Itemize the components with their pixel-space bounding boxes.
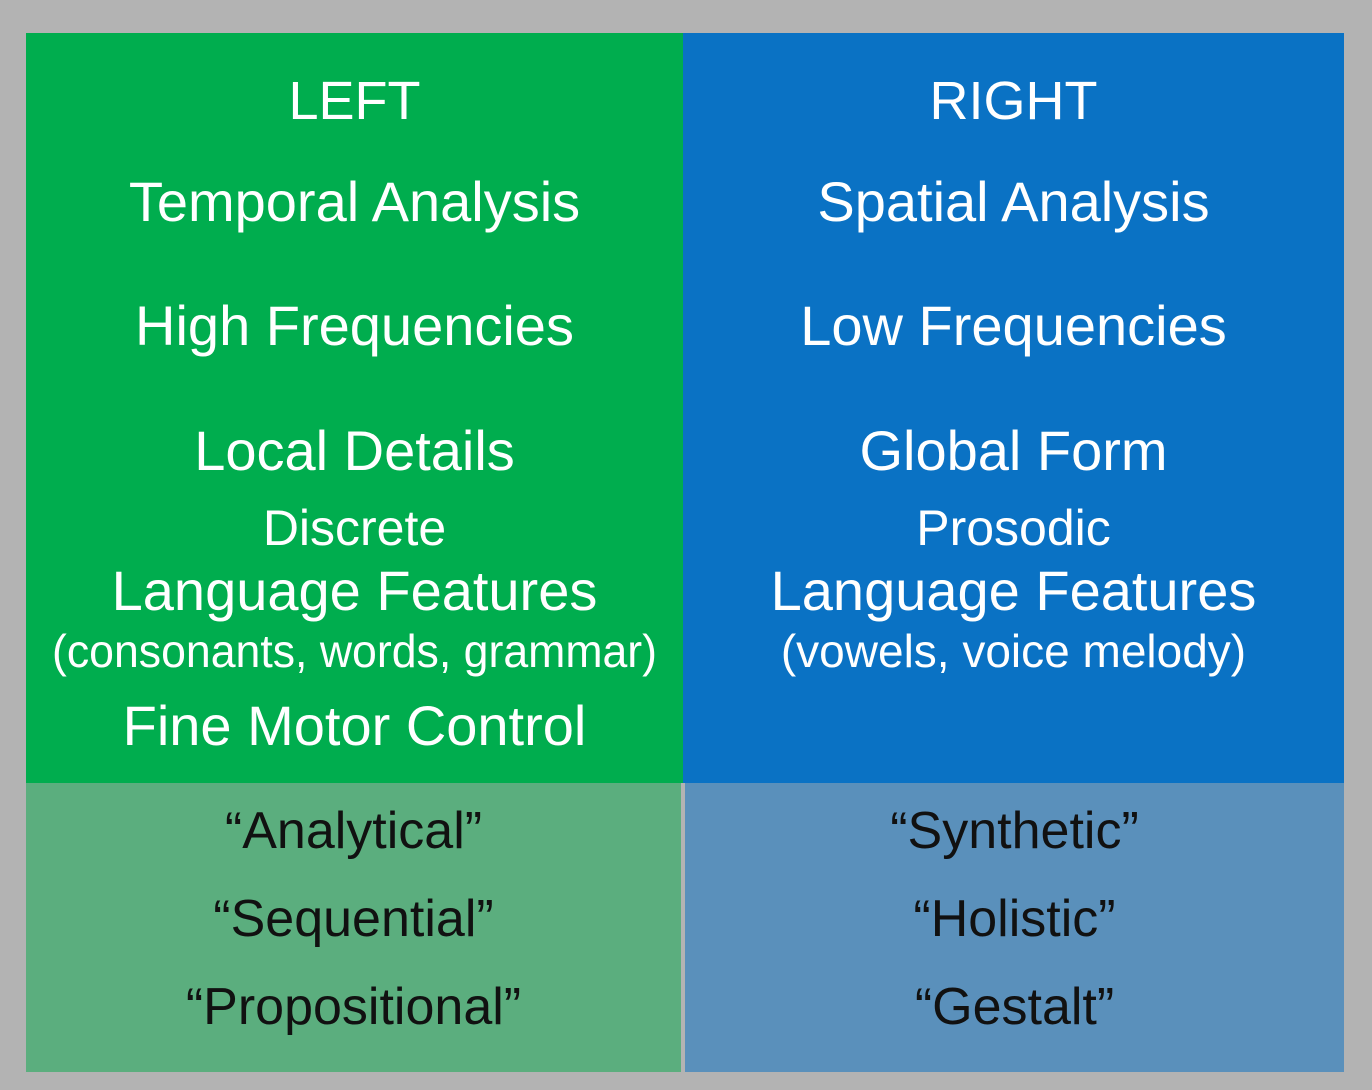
right-item-global-form: Global Form — [859, 419, 1168, 482]
right-hemisphere-panel: RIGHT Spatial Analysis Low Frequencies G… — [683, 33, 1344, 783]
right-item-language-features-detail: (vowels, voice melody) — [780, 625, 1247, 677]
left-descriptor-sequential: “Sequential” — [213, 890, 494, 948]
left-item-language-features-detail: (consonants, words, grammar) — [51, 625, 658, 677]
right-item-prosodic: Prosodic — [916, 500, 1111, 556]
right-descriptor-synthetic: “Synthetic” — [890, 802, 1139, 860]
left-descriptors-panel: “Analytical” “Sequential” “Propositional… — [26, 783, 681, 1072]
primary-functions-row: LEFT Temporal Analysis High Frequencies … — [26, 33, 1344, 783]
comparison-board: LEFT Temporal Analysis High Frequencies … — [26, 33, 1344, 1072]
left-item-temporal-analysis: Temporal Analysis — [128, 170, 581, 233]
right-descriptor-gestalt: “Gestalt” — [914, 978, 1115, 1036]
left-item-fine-motor-control: Fine Motor Control — [122, 694, 587, 757]
left-hemisphere-heading: LEFT — [288, 71, 421, 131]
left-item-high-frequencies: High Frequencies — [135, 294, 574, 357]
left-hemisphere-panel: LEFT Temporal Analysis High Frequencies … — [26, 33, 683, 783]
right-descriptor-holistic: “Holistic” — [913, 890, 1116, 948]
right-item-language-features: Language Features — [770, 559, 1257, 622]
right-item-spatial-analysis: Spatial Analysis — [817, 170, 1210, 233]
right-descriptors-panel: “Synthetic” “Holistic” “Gestalt” — [685, 783, 1344, 1072]
descriptive-labels-row: “Analytical” “Sequential” “Propositional… — [26, 783, 1344, 1072]
left-item-local-details: Local Details — [194, 419, 515, 482]
right-hemisphere-heading: RIGHT — [929, 71, 1098, 131]
left-item-discrete: Discrete — [262, 500, 447, 556]
left-descriptor-analytical: “Analytical” — [224, 802, 483, 860]
left-descriptor-propositional: “Propositional” — [185, 978, 522, 1036]
right-item-low-frequencies: Low Frequencies — [800, 294, 1227, 357]
left-item-language-features: Language Features — [111, 559, 598, 622]
